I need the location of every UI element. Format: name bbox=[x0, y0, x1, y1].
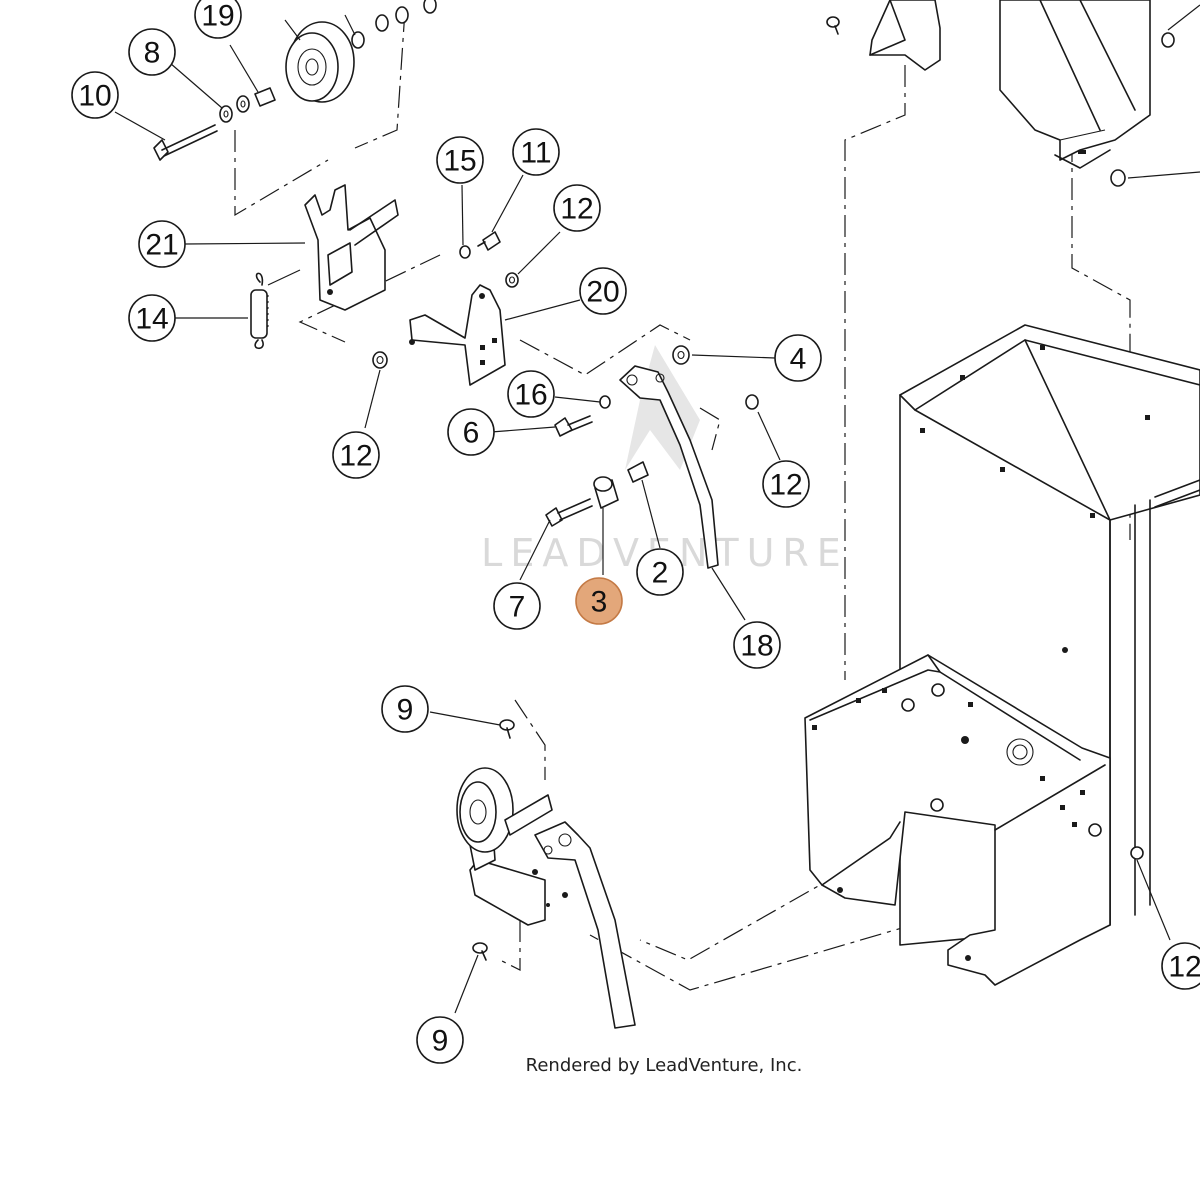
bushing-2 bbox=[627, 461, 649, 483]
callout-circle[interactable] bbox=[128, 294, 176, 342]
bracket-20 bbox=[409, 284, 506, 386]
callout-15[interactable]: 15 bbox=[436, 136, 484, 184]
callout-circle[interactable] bbox=[575, 577, 623, 625]
callout-circle[interactable] bbox=[553, 184, 601, 232]
callout-label: 15 bbox=[443, 145, 476, 178]
top-right-bracket bbox=[826, 0, 941, 71]
callout-label: 12 bbox=[560, 193, 593, 226]
callout-2[interactable]: 2 bbox=[636, 548, 684, 596]
callout-12d[interactable]: 12 bbox=[1161, 942, 1200, 990]
callout-label: 8 bbox=[144, 37, 161, 70]
spacer-19 bbox=[254, 87, 276, 107]
screw-9-lower bbox=[472, 942, 488, 961]
washer-8 bbox=[219, 95, 250, 123]
bolt-6 bbox=[554, 415, 593, 437]
callout-circle[interactable] bbox=[733, 621, 781, 669]
callout-6[interactable]: 6 bbox=[447, 408, 495, 456]
callout-18[interactable]: 18 bbox=[733, 621, 781, 669]
callout-label: 12 bbox=[769, 469, 802, 502]
callout-12c[interactable]: 12 bbox=[762, 460, 810, 508]
callout-circle[interactable] bbox=[71, 71, 119, 119]
callout-11[interactable]: 11 bbox=[512, 128, 560, 176]
callout-circle[interactable] bbox=[381, 685, 429, 733]
callouts: 19 8 10 15 11 12 21 20 14 4 16 6 12 12 2 7 3 18 9 9 12 bbox=[71, 0, 1200, 1064]
callout-label: 20 bbox=[586, 276, 619, 309]
callout-10[interactable]: 10 bbox=[71, 71, 119, 119]
callout-label: 6 bbox=[463, 417, 480, 450]
callout-circle[interactable] bbox=[447, 408, 495, 456]
callout-circle[interactable] bbox=[138, 220, 186, 268]
callout-circle[interactable] bbox=[762, 460, 810, 508]
callout-circle[interactable] bbox=[128, 28, 176, 76]
callout-circle[interactable] bbox=[579, 267, 627, 315]
nut-washer-top bbox=[351, 0, 437, 49]
callout-label: 14 bbox=[135, 303, 168, 336]
callout-label: 4 bbox=[790, 343, 807, 376]
top-right-chute-part bbox=[999, 0, 1200, 187]
callout-9a[interactable]: 9 bbox=[381, 685, 429, 733]
spacer-3 bbox=[593, 476, 619, 509]
callout-circle[interactable] bbox=[493, 582, 541, 630]
callout-19[interactable]: 19 bbox=[194, 0, 242, 39]
callout-label: 3 bbox=[591, 586, 608, 619]
bolt-10 bbox=[153, 124, 218, 161]
bolt-11 bbox=[477, 231, 501, 251]
callout-label: 9 bbox=[432, 1025, 449, 1058]
callout-12b[interactable]: 12 bbox=[332, 431, 380, 479]
callout-circle[interactable] bbox=[416, 1016, 464, 1064]
callout-circle[interactable] bbox=[1161, 942, 1200, 990]
callout-16[interactable]: 16 bbox=[507, 370, 555, 418]
callout-circle[interactable] bbox=[507, 370, 555, 418]
callout-14[interactable]: 14 bbox=[128, 294, 176, 342]
callout-20[interactable]: 20 bbox=[579, 267, 627, 315]
callout-3[interactable]: 3 bbox=[575, 577, 623, 625]
bolt-7 bbox=[545, 498, 593, 527]
callout-8[interactable]: 8 bbox=[128, 28, 176, 76]
callout-4[interactable]: 4 bbox=[774, 334, 822, 382]
callout-circle[interactable] bbox=[436, 136, 484, 184]
credit-text: Rendered by LeadVenture, Inc. bbox=[526, 1055, 803, 1076]
callout-7[interactable]: 7 bbox=[493, 582, 541, 630]
nut-15 bbox=[459, 245, 471, 259]
callout-label: 21 bbox=[145, 229, 178, 262]
callout-label: 12 bbox=[1168, 951, 1200, 984]
callout-label: 19 bbox=[201, 0, 234, 33]
callout-label: 11 bbox=[520, 137, 551, 170]
callout-label: 7 bbox=[509, 591, 526, 624]
lower-idler-assembly bbox=[456, 767, 636, 1029]
callout-9b[interactable]: 9 bbox=[416, 1016, 464, 1064]
base-frame bbox=[804, 654, 1144, 986]
callout-label: 2 bbox=[652, 557, 669, 590]
nut-12-left bbox=[372, 351, 388, 369]
bracket-21 bbox=[304, 184, 399, 311]
nut-16 bbox=[599, 395, 611, 409]
callout-circle[interactable] bbox=[332, 431, 380, 479]
callout-circle[interactable] bbox=[512, 128, 560, 176]
callout-label: 16 bbox=[514, 379, 547, 412]
callout-circle[interactable] bbox=[774, 334, 822, 382]
idler-pulley-top bbox=[285, 21, 355, 103]
washer-4 bbox=[672, 345, 690, 365]
leader-lines bbox=[114, 14, 1171, 1014]
screw-9-upper bbox=[499, 719, 515, 739]
callout-label: 9 bbox=[397, 694, 414, 727]
callout-label: 18 bbox=[740, 630, 773, 663]
callout-label: 10 bbox=[78, 80, 111, 113]
arm-18 bbox=[619, 365, 719, 569]
spring-14 bbox=[250, 269, 301, 350]
nut-12-right bbox=[745, 394, 759, 410]
callout-circle[interactable] bbox=[636, 548, 684, 596]
callout-12a[interactable]: 12 bbox=[553, 184, 601, 232]
nut-12-upper bbox=[505, 272, 519, 288]
callout-label: 12 bbox=[339, 440, 372, 473]
callout-21[interactable]: 21 bbox=[138, 220, 186, 268]
callout-circle[interactable] bbox=[194, 0, 242, 39]
